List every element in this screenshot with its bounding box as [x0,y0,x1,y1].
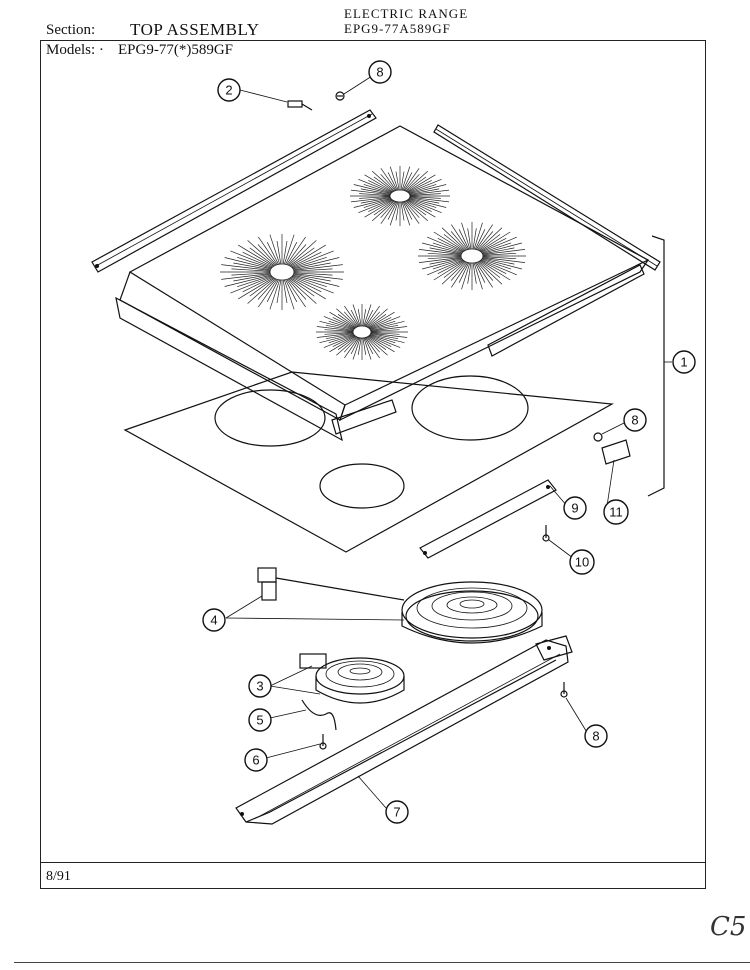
svg-text:8: 8 [631,413,638,428]
small-heating-element [315,657,405,704]
callout-8-top: 8 [368,60,392,84]
svg-text:9: 9 [571,501,578,516]
callout-10: 10 [569,549,595,575]
callout-8-bracket: 8 [623,408,647,432]
front-trim [115,296,397,442]
diagram-frame [40,40,706,889]
callout-2: 2 [217,78,241,102]
date-code: 8/91 [46,869,71,884]
footer-divider [40,862,706,863]
svg-text:6: 6 [252,753,259,768]
svg-text:11: 11 [609,505,623,520]
right-side-trim [487,264,645,357]
burner-pattern-left [220,234,344,310]
leader-lines [225,75,672,809]
screw-left [287,100,313,111]
svg-text:2: 2 [225,83,232,98]
element-wire [301,699,337,731]
screw-top [335,91,345,101]
left-trim-strip [91,109,377,273]
burner-pattern-right [418,222,526,290]
section-title: TOP ASSEMBLY [130,20,260,39]
callout-11: 11 [603,499,629,525]
screw-element [319,734,327,750]
document-title: ELECTRIC RANGE [344,6,469,21]
callout-5: 5 [248,708,272,732]
svg-text:3: 3 [256,679,263,694]
large-heating-element [401,581,543,644]
callout-3: 3 [248,674,272,698]
svg-text:7: 7 [393,805,400,820]
page-mark: C5 [710,912,747,942]
screw-bracket [542,525,550,542]
element-support-rail [235,635,573,825]
cooktop-gasket-sheet [123,371,614,553]
burner-pattern-back [350,166,450,226]
exploded-parts-diagram: 2 8 1 8 11 9 10 4 3 5 6 7 8 [91,60,696,825]
callout-4: 4 [202,608,226,632]
svg-text:8: 8 [592,729,599,744]
svg-text:8: 8 [376,65,383,80]
callout-6: 6 [244,748,268,772]
svg-text:10: 10 [575,555,589,570]
callout-8-rail: 8 [584,724,608,748]
right-trim-strip [433,124,661,271]
callout-9: 9 [563,496,587,520]
large-element-switch [257,567,405,601]
models-label: Models: · [46,42,104,58]
models-value: EPG9-77(*)589GF [118,42,233,58]
bottom-rule [14,962,750,963]
svg-text:1: 1 [680,355,687,370]
callout-1: 1 [672,350,696,374]
glass-cooktop [119,125,650,422]
support-bracket [419,479,557,559]
small-element-switch [299,653,327,669]
section-label: Section: [46,22,96,38]
document-model-code: EPG9-77A589GF [344,21,451,36]
svg-text:5: 5 [256,713,263,728]
assembly-bracket [647,235,665,497]
burner-pattern-front [316,304,408,360]
callout-7: 7 [385,800,409,824]
svg-text:4: 4 [210,613,217,628]
screw-rail [560,682,568,698]
bracket-right [593,432,631,465]
